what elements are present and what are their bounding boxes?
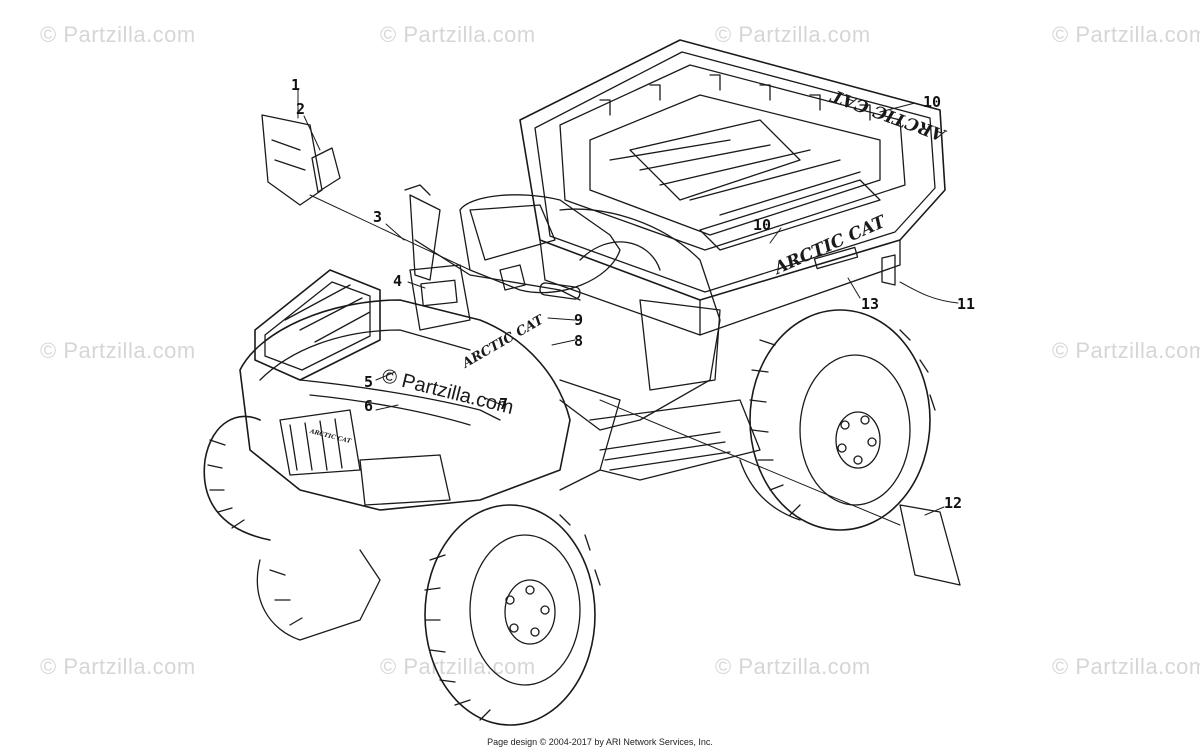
callout-10a: 10 [923,93,942,111]
watermark: © Partzilla.com [40,338,196,363]
cargo-side-decal: ARCTIC CAT [770,211,890,279]
handlebars [404,184,581,331]
front-grille-decal: ARCTIC CAT [308,428,352,445]
leader-lines [297,89,959,526]
callout-2: 2 [296,100,306,118]
callout-8: 8 [574,332,584,350]
callout-11: 11 [957,295,976,313]
callout-12: 12 [944,494,963,512]
side-panel-decal: ARCTIC CAT [458,312,547,372]
callout-10b: 10 [753,216,772,234]
callout-9: 9 [574,311,584,329]
watermark: © Partzilla.com [715,22,871,47]
watermark: © Partzilla.com [1052,22,1200,47]
front-rack [254,269,501,426]
callout-4: 4 [393,272,403,290]
callout-7: 7 [499,395,509,413]
watermark: © Partzilla.com [380,22,536,47]
watermark: © Partzilla.com [40,654,196,679]
footer-copyright: Page design © 2004-2017 by ARI Network S… [487,737,713,747]
watermark: © Partzilla.com [715,654,871,679]
atv-body [239,194,761,511]
decal-12 [899,504,961,586]
decal-1 [261,114,323,206]
watermark: © Partzilla.com [380,654,536,679]
callout-3: 3 [373,208,383,226]
callout-13: 13 [861,295,880,313]
callout-6: 6 [364,397,374,415]
decal-2 [311,147,341,193]
cargo-box [519,39,946,336]
decal-11 [881,254,896,286]
callout-5: 5 [364,373,374,391]
watermark: © Partzilla.com [1052,654,1200,679]
front-left-wheel [424,504,601,726]
front-right-wheel [203,415,381,641]
watermark: © Partzilla.com [1052,338,1200,363]
rear-wheel [739,309,936,531]
callout-1: 1 [291,76,301,94]
watermark: © Partzilla.com [40,22,196,47]
